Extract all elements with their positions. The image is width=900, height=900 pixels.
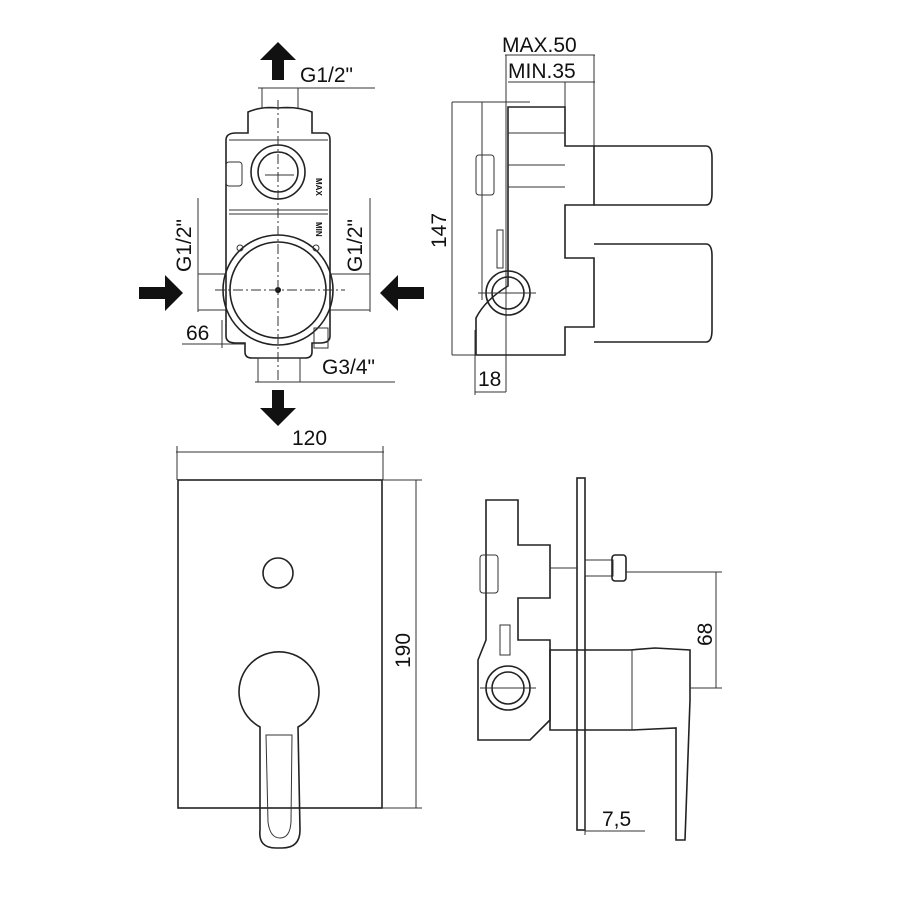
arrow-up-icon bbox=[260, 42, 296, 80]
mixer-lever bbox=[238, 651, 320, 849]
front-plate-view: 120 190 bbox=[176, 427, 422, 849]
front-valve-view: G1/2" MAX MIN G3/4" G1/2" G1 bbox=[139, 42, 424, 426]
arrow-right-icon bbox=[139, 275, 183, 311]
valve-body bbox=[225, 106, 331, 359]
outlet-bottom-thread-label: G3/4" bbox=[322, 356, 375, 379]
outlet-top-thread-label: G1/2" bbox=[300, 64, 353, 87]
handle-lower bbox=[594, 243, 713, 343]
base-18-label: 18 bbox=[478, 368, 501, 391]
handle-offset-68-label: 68 bbox=[694, 623, 717, 646]
min-depth-label: MIN.35 bbox=[508, 60, 576, 83]
min-marking: MIN bbox=[314, 222, 323, 237]
inlet-left-thread-label: G1/2" bbox=[173, 219, 196, 272]
max-depth-label: MAX.50 bbox=[502, 34, 577, 57]
side-assembly-view: 68 7,5 bbox=[477, 477, 722, 841]
cover-plate bbox=[177, 479, 383, 809]
offset-dimension-label: 66 bbox=[186, 322, 209, 345]
inlet-right-thread-label: G1/2" bbox=[344, 219, 367, 272]
diverter-button bbox=[262, 557, 294, 589]
side-valve-view: MAX.50 MIN.35 147 18 bbox=[428, 34, 713, 395]
height-147-label: 147 bbox=[428, 213, 451, 248]
max-marking: MAX bbox=[314, 178, 323, 196]
handle-upper bbox=[594, 145, 713, 206]
width-120-label: 120 bbox=[292, 427, 327, 450]
arrow-down-icon bbox=[260, 390, 296, 426]
assembly-lever bbox=[549, 647, 691, 841]
height-190-label: 190 bbox=[392, 633, 415, 668]
plate-thickness-label: 7,5 bbox=[602, 808, 631, 831]
arrow-left-icon bbox=[380, 275, 424, 311]
